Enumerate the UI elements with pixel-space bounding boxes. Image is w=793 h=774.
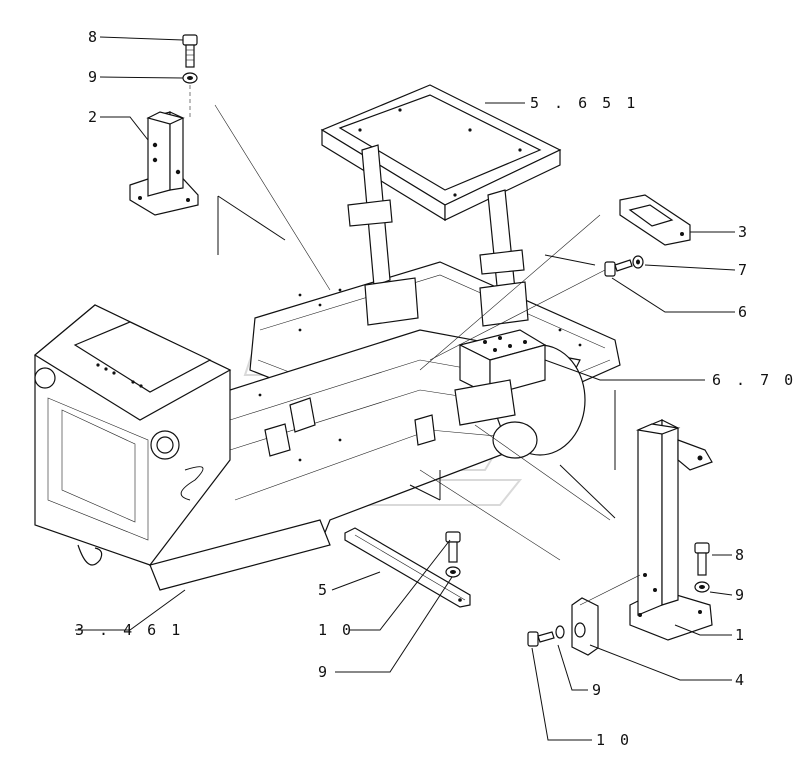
callout-4: 4 [735, 671, 747, 689]
part-2-bracket [129, 111, 199, 216]
washer-center [445, 566, 461, 578]
callout-7: 7 [738, 261, 750, 279]
callout-8-right: 8 [735, 546, 747, 564]
callout-9-right: 9 [735, 586, 747, 604]
washer-top-left [182, 72, 198, 84]
callout-6: 6 [738, 303, 750, 321]
rops-frame [320, 84, 562, 327]
leader-lines [75, 36, 736, 741]
assembly-lines [214, 104, 641, 606]
tractor-frame [33, 261, 621, 591]
valve-block [414, 329, 547, 446]
callout-labels: 8 9 2 5 . 6 5 1 3 7 6 6 . 7 0 8 9 1 4 9 … [75, 28, 793, 749]
callout-5: 5 [318, 581, 330, 599]
callout-9-top-left: 9 [88, 68, 100, 86]
bolt-lower [527, 631, 555, 647]
washer-right [632, 255, 644, 269]
callout-3-461: 3 . 4 6 1 [75, 621, 183, 639]
callout-10-center: 1 0 [318, 621, 354, 639]
bolt-right-lower [694, 542, 710, 576]
callout-5-651: 5 . 6 5 1 [530, 94, 638, 112]
part-1-post [629, 419, 713, 641]
callout-2: 2 [88, 108, 100, 126]
callout-3: 3 [738, 223, 750, 241]
callout-8-top-left: 8 [88, 28, 100, 46]
callout-6-70: 6 . 7 0 [712, 371, 793, 389]
callout-10-lower: 1 0 [596, 731, 632, 749]
bolt-center [445, 531, 461, 563]
washer-right-lower [694, 581, 710, 593]
callout-9-center: 9 [318, 663, 330, 681]
callout-9-lower: 9 [592, 681, 604, 699]
part-3-plate [619, 194, 691, 246]
part-5-rail [344, 527, 471, 608]
callout-1: 1 [735, 626, 747, 644]
washer-lower [555, 625, 565, 639]
bolt-top-left [182, 34, 198, 68]
bolt-right [604, 259, 633, 277]
